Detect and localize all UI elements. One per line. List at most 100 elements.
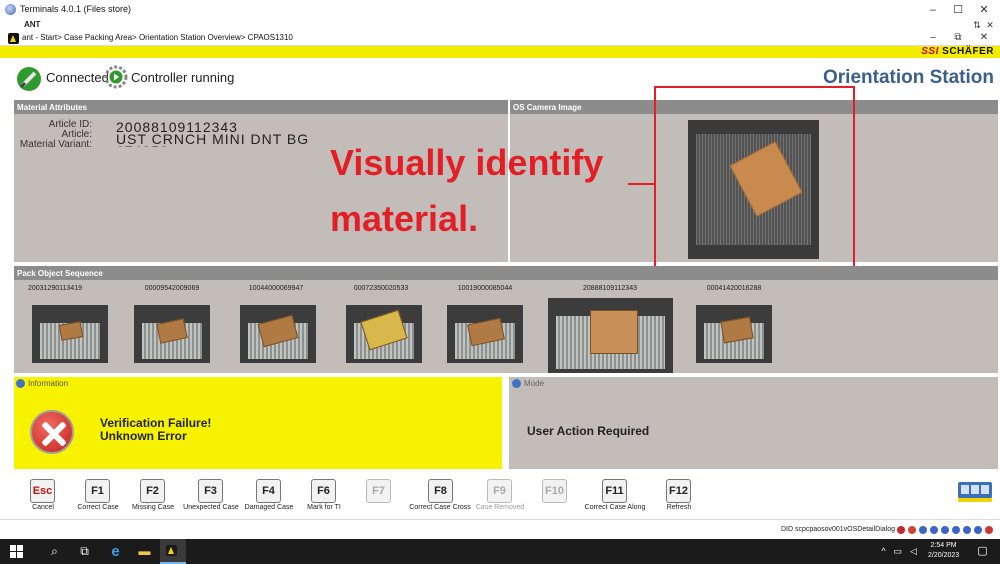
- clock[interactable]: 2:54 PM 2/20/2023: [928, 541, 959, 561]
- information-message: Verification Failure! Unknown Error: [100, 417, 211, 443]
- pack-object-sequence-header: Pack Object Sequence: [14, 266, 998, 280]
- f11-key-button[interactable]: F11: [602, 479, 627, 503]
- ant-taskbar-icon: [166, 545, 177, 556]
- maximize-button[interactable]: ☐: [953, 4, 963, 16]
- breadcrumb[interactable]: ant - Start> Case Packing Area> Orientat…: [22, 33, 293, 42]
- gear-running-icon: [104, 65, 128, 89]
- search-icon[interactable]: ⌕: [51, 544, 58, 558]
- article-id-label: Article ID:: [48, 119, 92, 130]
- information-line-1: Verification Failure!: [100, 416, 212, 430]
- pack-id-5: 10019000085044: [457, 285, 513, 292]
- article-id-value: 20088109112343: [116, 119, 238, 135]
- app-label-bar: ANT ⇅ ✕: [0, 20, 1000, 31]
- f4-key-button[interactable]: F4: [256, 479, 281, 503]
- network-icon[interactable]: ▭: [893, 546, 902, 556]
- pack-thumbnail-4[interactable]: [346, 305, 422, 363]
- f2-key-button[interactable]: F2: [140, 479, 165, 503]
- ant-logo-icon: [8, 33, 19, 44]
- status-home-icon[interactable]: [974, 526, 982, 534]
- brand-bar: SSI SCHÄFER: [0, 46, 1000, 58]
- annotation-line-1: Visually identify: [330, 142, 604, 183]
- f9-key-button[interactable]: F9: [487, 479, 512, 503]
- info-dot-icon: [16, 379, 25, 389]
- pack-id-7: 00041420016288: [706, 285, 762, 292]
- mode-header: Mode: [512, 379, 544, 389]
- page-title: Orientation Station: [823, 67, 994, 88]
- windows-start-icon[interactable]: [10, 545, 23, 558]
- article-value: UST CRNCH MINI DNT BG: [116, 131, 310, 147]
- f2-key-label: Missing Case: [131, 504, 174, 511]
- window-titlebar: Terminals 4.0.1 (Files store) – ☐ ✕: [0, 0, 1000, 20]
- status-list-icon[interactable]: [952, 526, 960, 534]
- mode-text: User Action Required: [527, 424, 650, 438]
- f3-key-label: Unexpected Case: [183, 504, 239, 511]
- inner-close-button[interactable]: ✕: [979, 32, 989, 43]
- f4-key-label: Damaged Case: [244, 504, 294, 511]
- pack-id-1: 20031290113419: [28, 285, 82, 292]
- annotation-highlight-box: [654, 86, 855, 289]
- material-variant-label: Material Variant:: [19, 139, 92, 147]
- pack-id-3: 10044000069947: [248, 285, 304, 292]
- inner-close-icon[interactable]: ✕: [986, 20, 994, 30]
- pack-thumbnail-3[interactable]: [240, 305, 316, 363]
- volume-icon[interactable]: ◁: [910, 546, 917, 556]
- f8-key-label: Correct Case Cross: [409, 504, 471, 511]
- f3-key-button[interactable]: F3: [198, 479, 223, 503]
- f1-key-button[interactable]: F1: [85, 479, 110, 503]
- material-attributes-clip: Article ID: Article: Material Variant: 2…: [14, 117, 508, 147]
- menu-toggle-icon[interactable]: ⇅: [973, 20, 981, 30]
- f12-key-label: Refresh: [666, 504, 692, 511]
- inner-restore-button[interactable]: ⧉: [954, 32, 962, 43]
- app-icon: [5, 4, 16, 15]
- pack-id-6: 20888109112343: [583, 285, 637, 292]
- pack-thumbnail-7[interactable]: [696, 305, 772, 363]
- esc-key-button[interactable]: Esc: [30, 479, 55, 503]
- f10-key-button[interactable]: F10: [542, 479, 567, 503]
- f6-key-button[interactable]: F6: [311, 479, 336, 503]
- f1-key-label: Correct Case: [77, 504, 119, 511]
- material-variant-value: 674856: [116, 143, 169, 147]
- annotation-line-2: material.: [330, 198, 479, 239]
- mode-panel: [509, 377, 998, 469]
- station-layout-icon[interactable]: [958, 482, 992, 502]
- annotation-text: Visually identify material.: [330, 135, 650, 247]
- mode-dot-icon: [512, 379, 521, 389]
- pack-thumbnail-5[interactable]: [447, 305, 523, 363]
- edge-browser-icon[interactable]: e: [111, 543, 120, 560]
- f8-key-button[interactable]: F8: [428, 479, 453, 503]
- status-help-icon[interactable]: [919, 526, 927, 534]
- status-info-icon[interactable]: [941, 526, 949, 534]
- inner-minimize-button[interactable]: –: [930, 32, 936, 43]
- f7-key-button[interactable]: F7: [366, 479, 391, 503]
- information-panel: [14, 377, 502, 469]
- ssi-schaefer-logo: SSI SCHÄFER: [921, 46, 994, 57]
- app-label: ANT: [24, 20, 41, 29]
- minimize-button[interactable]: –: [929, 4, 937, 16]
- camera-header: OS Camera Image: [510, 100, 998, 114]
- tray-chevron-icon[interactable]: ^: [881, 546, 886, 556]
- connection-status: Connected: [46, 70, 109, 85]
- error-icon: [30, 410, 74, 454]
- pack-thumbnail-6-current[interactable]: [548, 298, 673, 373]
- status-power-icon[interactable]: [985, 526, 993, 534]
- window-title: Terminals 4.0.1 (Files store): [20, 4, 132, 14]
- status-flag-icon[interactable]: [897, 526, 905, 534]
- pack-thumbnail-1[interactable]: [32, 305, 108, 363]
- status-settings-icon[interactable]: [930, 526, 938, 534]
- status-globe-icon[interactable]: [908, 526, 916, 534]
- pack-id-4: 00072350020533: [353, 285, 409, 292]
- material-attributes-header: Material Attributes: [14, 100, 508, 114]
- pack-thumbnail-2[interactable]: [134, 305, 210, 363]
- ant-taskbar-app[interactable]: [160, 539, 186, 564]
- task-view-icon[interactable]: ⧉: [80, 544, 89, 558]
- esc-key-label: Cancel: [32, 504, 54, 511]
- status-refresh-icon[interactable]: [963, 526, 971, 534]
- f6-key-label: Mark for TI: [307, 504, 341, 511]
- pack-id-2: 00009542009069: [144, 285, 200, 292]
- notification-icon[interactable]: ▢: [977, 545, 988, 557]
- f12-key-button[interactable]: F12: [666, 479, 691, 503]
- close-button[interactable]: ✕: [979, 4, 989, 16]
- file-explorer-icon[interactable]: ▬: [138, 544, 151, 558]
- f11-key-label: Correct Case Along: [584, 504, 646, 511]
- information-line-2: Unknown Error: [100, 429, 187, 443]
